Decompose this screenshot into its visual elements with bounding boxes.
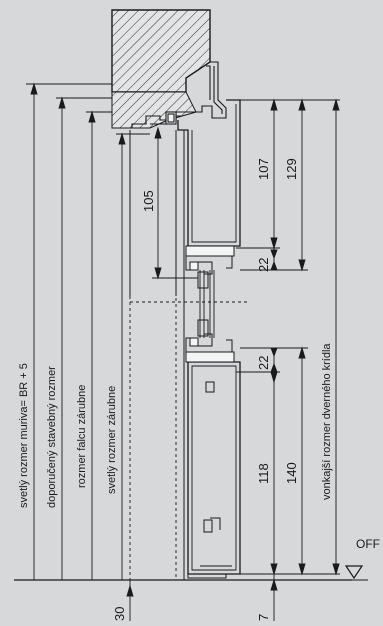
dimension-22-lower: 22 (256, 356, 271, 370)
rebate-size-label: rozmer falcu zárubne (76, 385, 88, 488)
floor-mark-label: OFF (356, 537, 380, 551)
masonry-opening-label: svetlý rozmer muriva= BR + 5 (18, 363, 30, 508)
dimension-30: 30 (112, 607, 127, 621)
leaf-outer-label: vonkajší rozmer dverného krídla (321, 343, 333, 500)
wall-hatched (111, 9, 211, 129)
frame-vertical-edges (129, 130, 185, 580)
dimension-140: 140 (284, 462, 299, 484)
dimension-22-upper: 22 (256, 258, 271, 272)
dimension-107: 107 (256, 158, 271, 180)
floor-line (14, 565, 368, 581)
frame-opening-label: svetlý rozmer zárubne (106, 386, 118, 494)
glazing-profiles (185, 245, 235, 533)
right-dimension-lines (236, 98, 340, 576)
door-leaf (177, 99, 241, 579)
dimension-105: 105 (141, 190, 156, 212)
dimension-118: 118 (256, 463, 271, 484)
frame-profile (131, 61, 227, 128)
left-dimension-lines (26, 82, 198, 580)
recommended-size-label: doporučený stavebný rozmer (46, 366, 58, 508)
dimension-7: 7 (256, 614, 271, 621)
glass-pane (199, 270, 215, 338)
dimension-129: 129 (284, 158, 299, 180)
bottom-dimensions (126, 574, 278, 621)
